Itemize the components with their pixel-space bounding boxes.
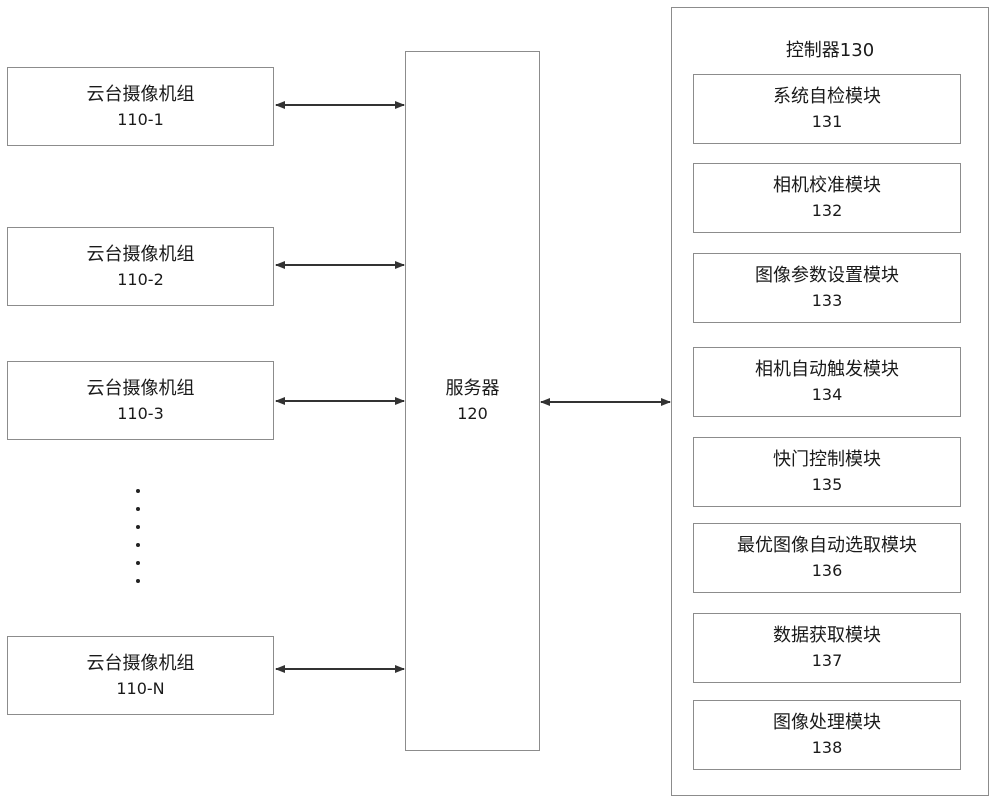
ellipsis-dot	[136, 507, 140, 511]
module-title: 相机校准模块	[773, 173, 881, 199]
ellipsis-dot	[136, 579, 140, 583]
module-title: 快门控制模块	[773, 447, 881, 473]
camera-group-id: 110-3	[117, 402, 164, 426]
camera-group-2: 云台摄像机组 110-2	[7, 227, 274, 306]
module-id: 132	[812, 199, 843, 223]
camera-group-3: 云台摄像机组 110-3	[7, 361, 274, 440]
module-title: 图像参数设置模块	[755, 263, 899, 289]
ellipsis-dot	[136, 561, 140, 565]
module-title: 最优图像自动选取模块	[737, 533, 917, 559]
ellipsis-dot	[136, 525, 140, 529]
controller-title: 控制器130	[786, 38, 874, 64]
camera-group-title: 云台摄像机组	[87, 242, 195, 268]
camera-group-n: 云台摄像机组 110-N	[7, 636, 274, 715]
module-title: 图像处理模块	[773, 710, 881, 736]
camera-group-title: 云台摄像机组	[87, 651, 195, 677]
module-id: 136	[812, 559, 843, 583]
server-title: 服务器	[446, 376, 500, 402]
camera-group-1: 云台摄像机组 110-1	[7, 67, 274, 146]
module-132: 相机校准模块 132	[693, 163, 961, 233]
module-title: 数据获取模块	[773, 623, 881, 649]
ellipsis-dot	[136, 543, 140, 547]
module-title: 系统自检模块	[773, 84, 881, 110]
server-id: 120	[457, 402, 488, 426]
camera-group-title: 云台摄像机组	[87, 376, 195, 402]
camera-group-id: 110-N	[116, 677, 164, 701]
module-138: 图像处理模块 138	[693, 700, 961, 770]
module-id: 135	[812, 473, 843, 497]
ellipsis-dot	[136, 489, 140, 493]
module-131: 系统自检模块 131	[693, 74, 961, 144]
module-id: 138	[812, 736, 843, 760]
module-136: 最优图像自动选取模块 136	[693, 523, 961, 593]
camera-group-id: 110-2	[117, 268, 164, 292]
module-id: 131	[812, 110, 843, 134]
module-135: 快门控制模块 135	[693, 437, 961, 507]
module-133: 图像参数设置模块 133	[693, 253, 961, 323]
ellipsis-dots	[120, 486, 160, 596]
module-id: 137	[812, 649, 843, 673]
module-134: 相机自动触发模块 134	[693, 347, 961, 417]
camera-group-title: 云台摄像机组	[87, 82, 195, 108]
module-137: 数据获取模块 137	[693, 613, 961, 683]
module-id: 134	[812, 383, 843, 407]
server-box: 服务器 120	[405, 51, 540, 751]
module-title: 相机自动触发模块	[755, 357, 899, 383]
camera-group-id: 110-1	[117, 108, 164, 132]
module-id: 133	[812, 289, 843, 313]
